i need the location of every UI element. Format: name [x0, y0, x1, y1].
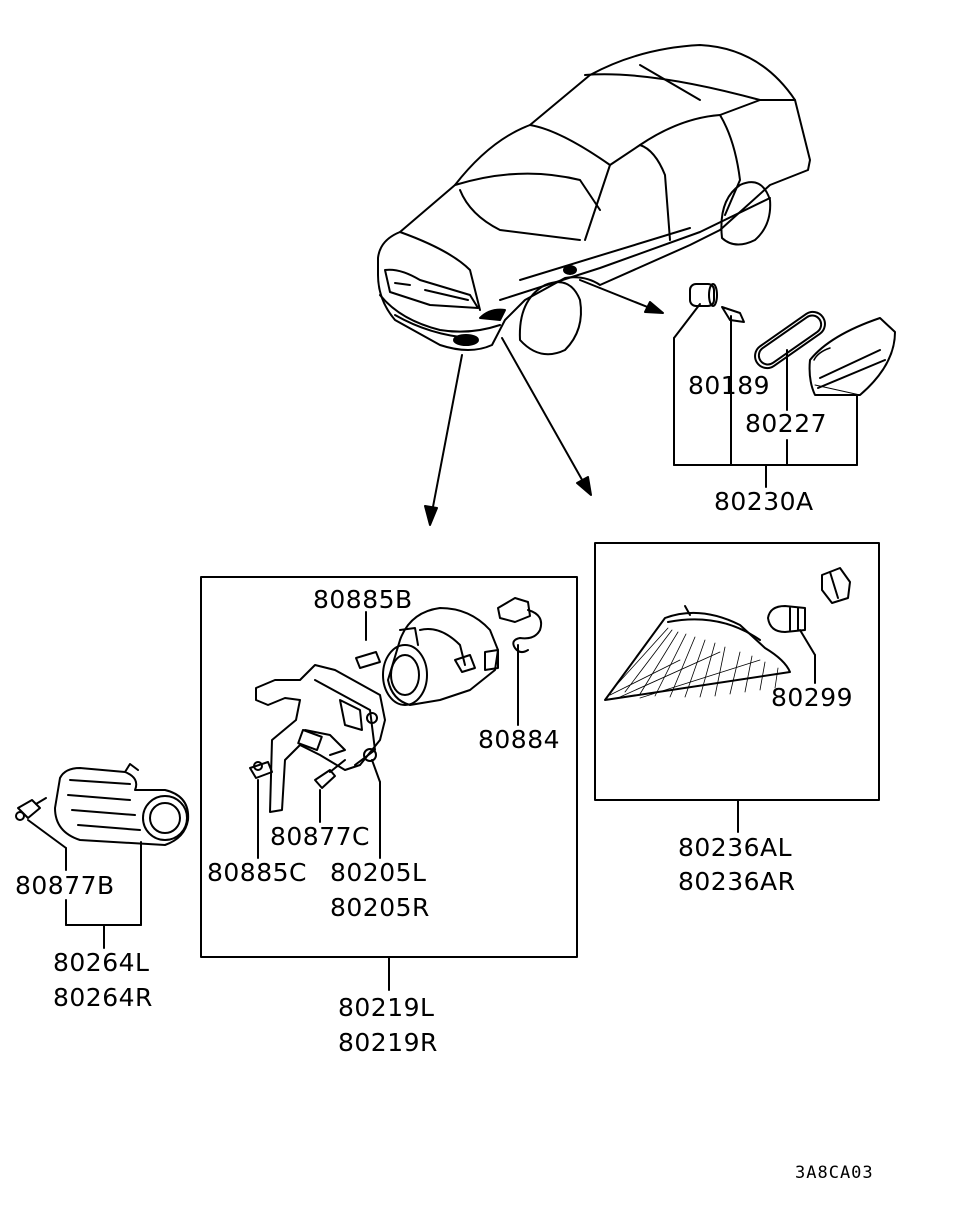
part-label-80227: 80227 — [745, 409, 828, 438]
part-label-80219L: 80219L — [338, 993, 435, 1022]
part-label-80205L: 80205L — [330, 858, 427, 887]
car-illustration — [377, 44, 811, 356]
part-label-80885C: 80885C — [207, 858, 307, 887]
fog-cover-parts — [15, 763, 190, 949]
part-label-80877B: 80877B — [15, 871, 115, 900]
corner-lamp-parts — [594, 542, 880, 833]
part-label-80299: 80299 — [771, 683, 854, 712]
part-label-80264R: 80264R — [53, 983, 153, 1012]
part-label-80884: 80884 — [478, 725, 561, 754]
callout-arrows — [424, 279, 664, 526]
figure-code: 3A8CA03 — [795, 1163, 874, 1183]
part-label-80236AL: 80236AL — [678, 833, 793, 862]
part-label-80877C: 80877C — [270, 822, 370, 851]
part-label-80189: 80189 — [688, 371, 771, 400]
part-label-80885B: 80885B — [313, 585, 413, 614]
fog-lamp-parts — [200, 576, 578, 991]
part-label-80236AR: 80236AR — [678, 867, 796, 896]
side-marker-parts — [673, 283, 896, 488]
part-label-80205R: 80205R — [330, 893, 430, 922]
part-label-80219R: 80219R — [338, 1028, 438, 1057]
part-label-80230A: 80230A — [714, 487, 814, 516]
part-label-80264L: 80264L — [53, 948, 150, 977]
